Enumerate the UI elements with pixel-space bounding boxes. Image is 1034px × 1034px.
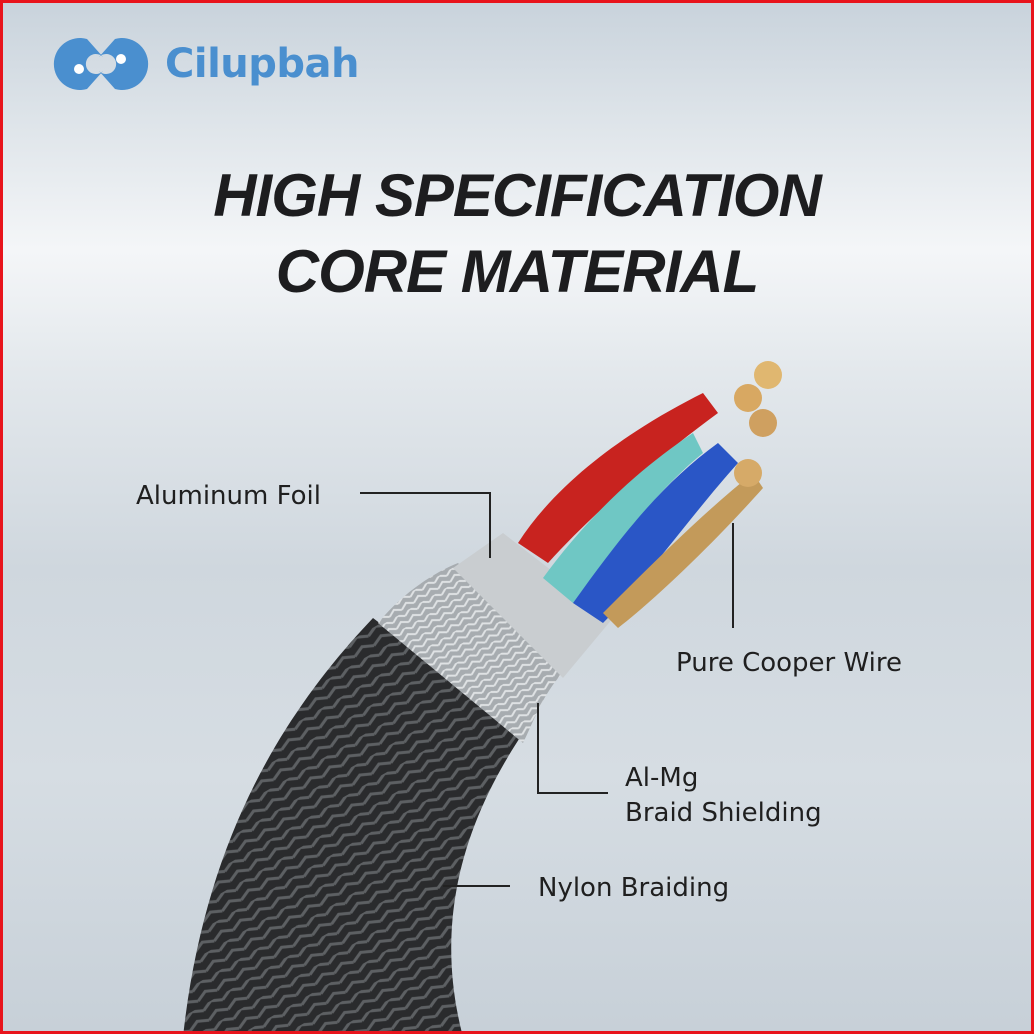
label-copper-wire: Pure Cooper Wire [676, 648, 902, 678]
blue-wire [573, 443, 738, 623]
red-wire [518, 393, 718, 563]
brand-name: Cilupbah [165, 41, 360, 87]
label-shielding-2: Braid Shielding [625, 798, 822, 828]
headline-line-2: CORE MATERIAL [275, 238, 760, 305]
metal-braid-shape [378, 563, 563, 743]
label-nylon-braiding: Nylon Braiding [538, 873, 730, 903]
cable-illustration [183, 361, 782, 1031]
headline-line-1: HIGH SPECIFICATION [213, 162, 822, 229]
label-shielding-1: Al-Mg [625, 763, 699, 793]
nylon-braid-shape [183, 618, 523, 1031]
aluminum-foil-shape [453, 533, 613, 678]
label-aluminum-foil: Aluminum Foil [136, 481, 321, 511]
copper-wire [603, 473, 763, 628]
headline: HIGH SPECIFICATION CORE MATERIAL [3, 158, 1031, 310]
brand-logo: Cilupbah [43, 31, 360, 97]
brand-logo-icon [53, 38, 149, 90]
cyan-wire [543, 433, 703, 603]
leader-lines [360, 492, 734, 887]
